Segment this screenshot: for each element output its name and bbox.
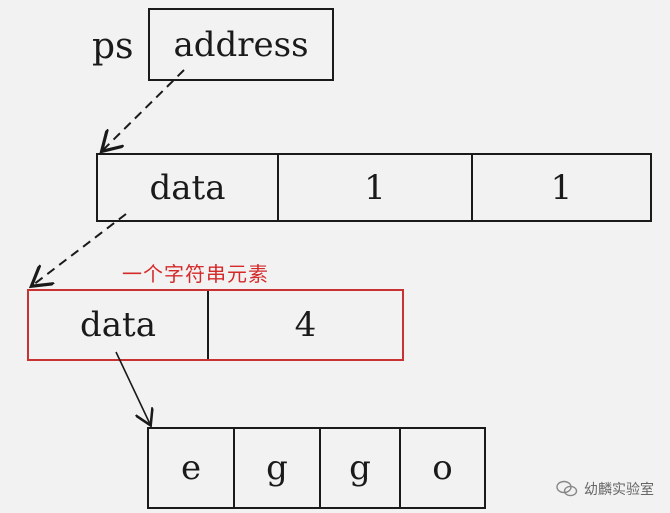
char-cell: g [233, 429, 319, 507]
char-cell: e [180, 448, 202, 488]
ps-address-box: address [148, 8, 334, 81]
address-to-struct1-arrow [103, 69, 185, 150]
struct2-length-cell: 4 [207, 291, 402, 359]
struct-data-1-1: data 1 1 [96, 153, 652, 222]
address-cell: address [173, 24, 309, 65]
struct1-value-cell-1: 1 [277, 155, 471, 220]
element-to-chars-arrow [115, 351, 150, 424]
string-element-annotation: 一个字符串元素 [122, 262, 269, 286]
char-array: e g g o [147, 427, 486, 509]
watermark: 幼麟实验室 [556, 479, 654, 499]
char-cell: o [399, 429, 484, 507]
struct1-data-cell: data [149, 167, 226, 208]
wechat-icon [556, 480, 578, 497]
string-element-box: data 4 [27, 289, 404, 361]
watermark-text: 幼麟实验室 [584, 482, 654, 498]
struct2-data-cell: data [80, 305, 156, 345]
struct1-value-cell-2: 1 [471, 155, 650, 220]
char-cell: g [319, 429, 399, 507]
ps-label: ps [92, 26, 134, 67]
struct1-to-element-arrow [33, 213, 127, 285]
